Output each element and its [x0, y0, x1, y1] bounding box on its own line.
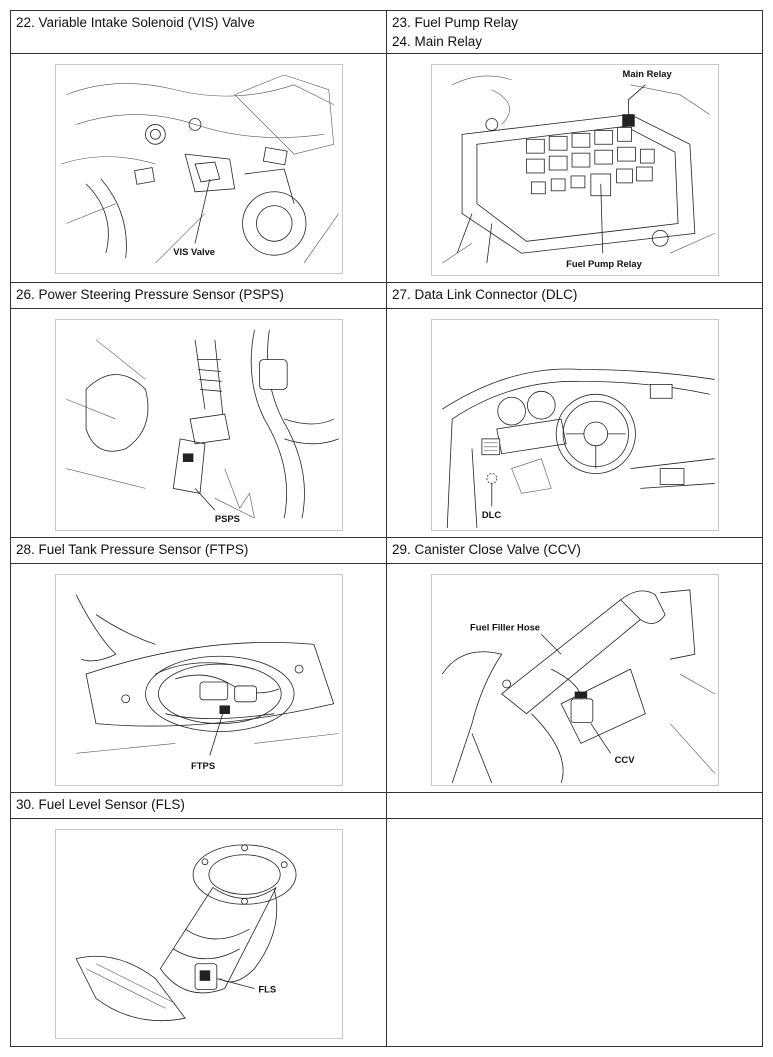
header-text-dlc: 27. Data Link Connector (DLC) — [392, 287, 578, 302]
header-cell-fls: 30. Fuel Level Sensor (FLS) — [10, 792, 387, 819]
callout-fls: FLS — [258, 983, 276, 994]
header-text-ccv: 29. Canister Close Valve (CCV) — [392, 542, 581, 557]
header-cell-dlc: 27. Data Link Connector (DLC) — [386, 282, 763, 309]
image-cell-ccv: Fuel Filler Hose CCV — [386, 563, 763, 793]
image-cell-fls: FLS — [10, 818, 387, 1047]
image-cell-psps: PSPS — [10, 308, 387, 538]
header-text-fls: 30. Fuel Level Sensor (FLS) — [16, 797, 185, 812]
fls-fuel-pump-diagram: FLS — [55, 829, 343, 1039]
ccv-diagram: Fuel Filler Hose CCV — [431, 574, 719, 786]
psps-diagram: PSPS — [55, 319, 343, 531]
callout-fuel-filler-hose: Fuel Filler Hose — [470, 621, 540, 632]
header-text-ftps: 28. Fuel Tank Pressure Sensor (FTPS) — [16, 542, 249, 557]
image-cell-empty — [386, 818, 763, 1047]
callout-ccv: CCV — [615, 754, 636, 765]
image-cell-ftps: FTPS — [10, 563, 387, 793]
ftps-diagram: FTPS — [55, 574, 343, 786]
header-cell-ftps: 28. Fuel Tank Pressure Sensor (FTPS) — [10, 537, 387, 564]
header-cell-empty — [386, 792, 763, 819]
header-cell-ccv: 29. Canister Close Valve (CCV) — [386, 537, 763, 564]
header-text-fuel-pump-relay: 23. Fuel Pump Relay — [392, 15, 519, 30]
callout-main-relay: Main Relay — [623, 68, 673, 79]
dlc-dashboard-diagram: DLC — [431, 319, 719, 531]
header-cell-vis: 22. Variable Intake Solenoid (VIS) Valve — [10, 10, 387, 54]
image-cell-dlc: DLC — [386, 308, 763, 538]
header-text-main-relay: 24. Main Relay — [392, 34, 483, 49]
callout-fuel-pump-relay: Fuel Pump Relay — [566, 258, 643, 269]
callout-vis-valve: VIS Valve — [173, 246, 215, 257]
header-text-psps: 26. Power Steering Pressure Sensor (PSPS… — [16, 287, 284, 302]
vis-valve-diagram: VIS Valve — [55, 64, 343, 274]
callout-ftps: FTPS — [191, 760, 215, 771]
relay-box-diagram: Main Relay Fuel Pump Relay — [431, 64, 719, 276]
header-cell-psps: 26. Power Steering Pressure Sensor (PSPS… — [10, 282, 387, 309]
callout-dlc: DLC — [482, 509, 502, 520]
component-table: 22. Variable Intake Solenoid (VIS) Valve… — [10, 10, 763, 1047]
image-cell-vis: VIS Valve — [10, 53, 387, 283]
header-text-vis: 22. Variable Intake Solenoid (VIS) Valve — [16, 15, 255, 30]
header-cell-relays: 23. Fuel Pump Relay 24. Main Relay — [386, 10, 763, 54]
callout-psps: PSPS — [215, 513, 240, 524]
image-cell-relays: Main Relay Fuel Pump Relay — [386, 53, 763, 283]
